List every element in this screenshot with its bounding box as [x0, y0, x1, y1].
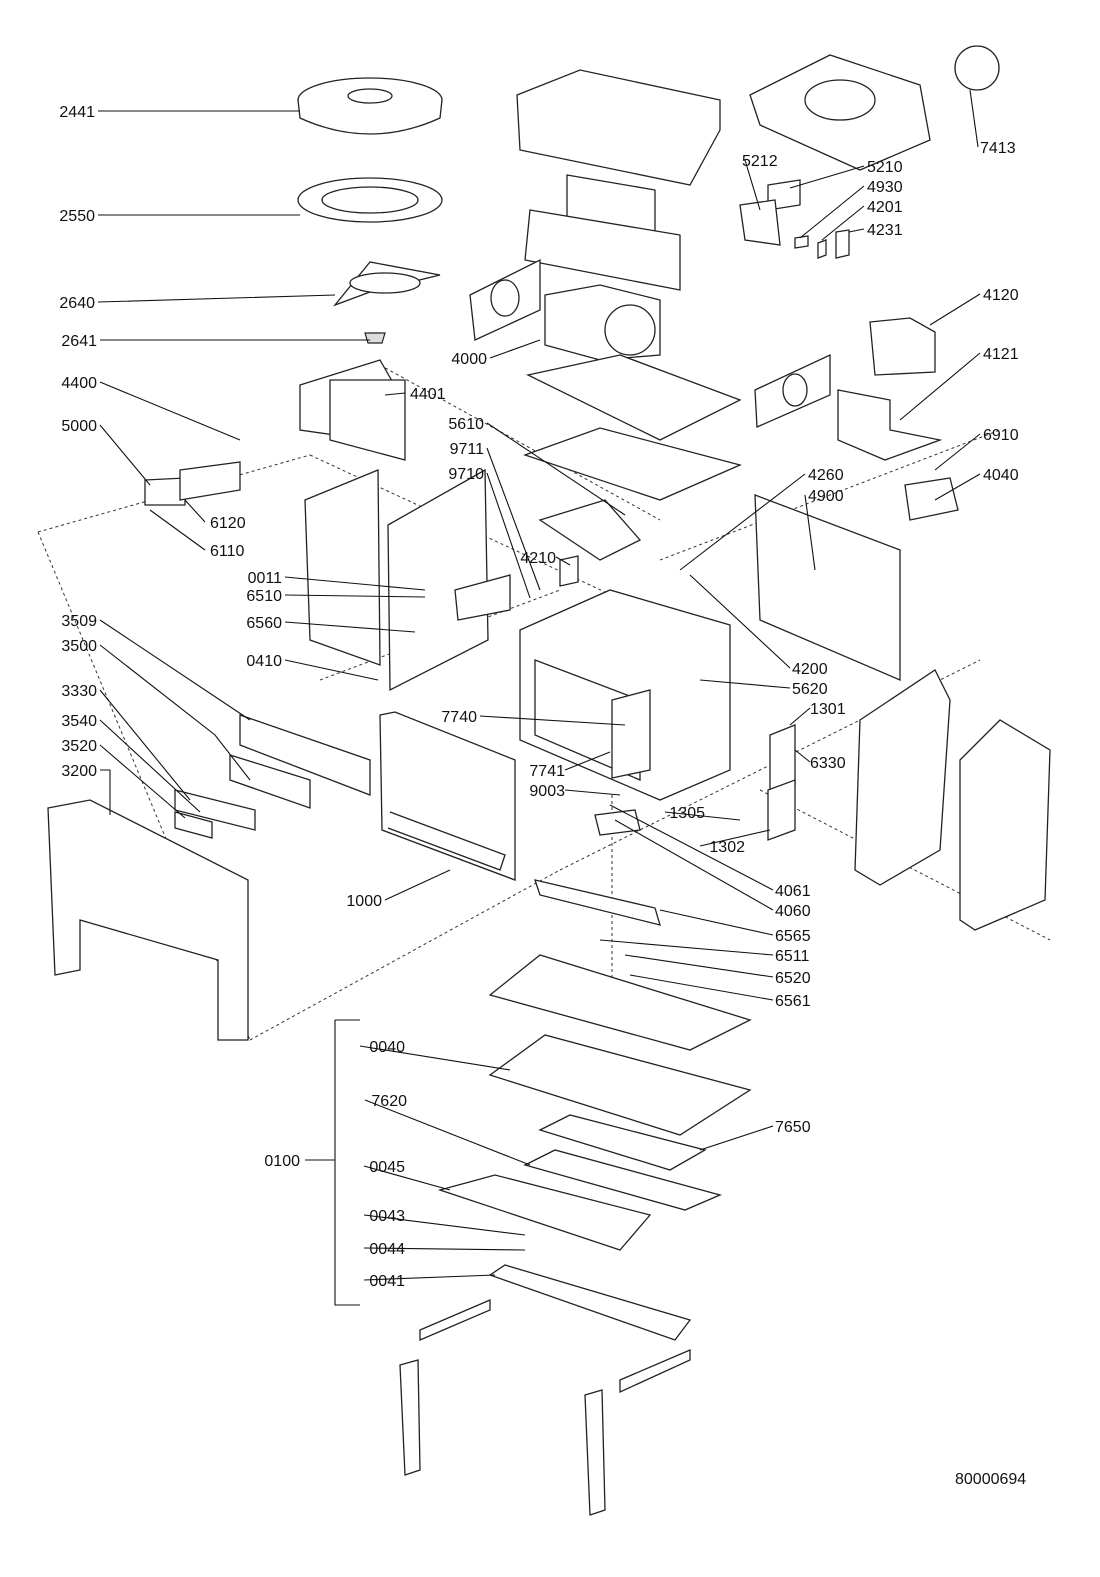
- top-cover: [516, 69, 721, 186]
- label-4000: 4000: [451, 351, 487, 368]
- label-7650: 7650: [775, 1119, 811, 1136]
- label-1302: 1302: [709, 839, 745, 856]
- label-2550: 2550: [59, 208, 95, 225]
- label-6560: 6560: [246, 615, 282, 632]
- label-4061: 4061: [775, 883, 811, 900]
- leader-lines: [97, 89, 981, 1306]
- label-0011: 0011: [248, 570, 283, 587]
- label-4400: 4400: [61, 375, 97, 392]
- label-6561: 6561: [775, 993, 811, 1010]
- label-3330: 3330: [61, 683, 97, 700]
- label-9711: 9711: [450, 441, 485, 458]
- label-6110: 6110: [210, 543, 245, 560]
- label-4260: 4260: [808, 467, 844, 484]
- label-7741: 7741: [529, 763, 565, 780]
- label-2641: 2641: [61, 333, 97, 350]
- label-1000: 1000: [346, 893, 382, 910]
- label-0410: 0410: [246, 653, 282, 670]
- parts: [47, 45, 1051, 1516]
- label-4040: 4040: [983, 467, 1019, 484]
- label-4120: 4120: [983, 287, 1019, 304]
- label-5212: 5212: [742, 153, 778, 170]
- label-6330: 6330: [810, 755, 846, 772]
- label-3509: 3509: [61, 613, 97, 630]
- label-0100: 0100: [264, 1153, 300, 1170]
- label-5000: 5000: [61, 418, 97, 435]
- side-panel-right: [754, 494, 901, 681]
- label-4200: 4200: [792, 661, 828, 678]
- label-1301: 1301: [810, 701, 846, 718]
- label-4210: 4210: [520, 550, 556, 567]
- label-4231: 4231: [867, 222, 903, 239]
- label-0040: 0040: [369, 1039, 405, 1056]
- label-3540: 3540: [61, 713, 97, 730]
- label-4401: 4401: [410, 386, 446, 403]
- timer-motor: [954, 45, 1000, 91]
- label-0044: 0044: [369, 1241, 405, 1258]
- label-6910: 6910: [983, 427, 1019, 444]
- label-0041: 0041: [369, 1273, 405, 1290]
- drawing-number: 80000694: [955, 1471, 1026, 1488]
- part-labels: 2441 2550 2640 2641 4400 5000 6120 6110 …: [59, 104, 1026, 1488]
- label-6510: 6510: [246, 588, 282, 605]
- label-4900: 4900: [808, 488, 844, 505]
- label-5610: 5610: [448, 416, 484, 433]
- label-6520: 6520: [775, 970, 811, 987]
- side-panel-left: [304, 469, 381, 666]
- label-4121: 4121: [983, 346, 1019, 363]
- label-4060: 4060: [775, 903, 811, 920]
- label-2640: 2640: [59, 295, 95, 312]
- label-9003: 9003: [529, 783, 565, 800]
- label-9710: 9710: [448, 466, 484, 483]
- label-4930: 4930: [867, 179, 903, 196]
- label-3200: 3200: [61, 763, 97, 780]
- label-6511: 6511: [775, 948, 810, 965]
- label-2441: 2441: [59, 104, 95, 121]
- label-7620: 7620: [371, 1093, 407, 1110]
- label-4201: 4201: [867, 199, 903, 216]
- label-7413: 7413: [980, 140, 1016, 157]
- front-frame: [47, 799, 249, 1041]
- label-1305: 1305: [669, 805, 705, 822]
- label-6565: 6565: [775, 928, 811, 945]
- base-tray: [488, 1034, 752, 1136]
- label-0045: 0045: [369, 1159, 405, 1176]
- label-0043: 0043: [369, 1208, 405, 1225]
- label-3500: 3500: [61, 638, 97, 655]
- label-5210: 5210: [867, 159, 903, 176]
- transformer: [869, 317, 936, 376]
- label-7740: 7740: [441, 709, 477, 726]
- label-6120: 6120: [210, 515, 246, 532]
- label-3520: 3520: [61, 738, 97, 755]
- label-5620: 5620: [792, 681, 828, 698]
